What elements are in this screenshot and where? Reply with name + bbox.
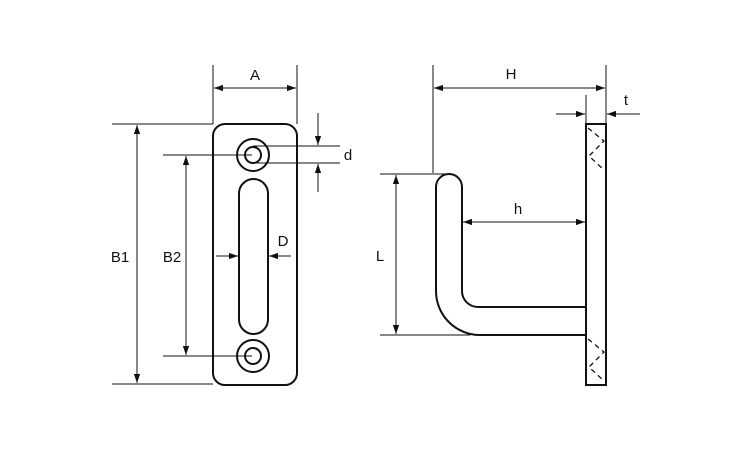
label-H: H <box>506 66 517 83</box>
side-plate <box>585 123 607 386</box>
label-D: D <box>278 233 289 250</box>
dimension-B1 <box>112 123 213 385</box>
dimension-d <box>253 113 340 192</box>
front-view-dimensions <box>112 65 340 385</box>
side-view-dimensions <box>380 65 640 336</box>
base-plate-outline <box>212 123 298 386</box>
label-h: h <box>514 201 522 218</box>
center-slot <box>238 178 269 335</box>
label-B1: B1 <box>111 249 129 266</box>
side-view <box>435 123 607 386</box>
label-t: t <box>624 92 629 109</box>
dimension-A <box>212 65 298 124</box>
label-B2: B2 <box>163 249 181 266</box>
hook-bar <box>435 173 586 336</box>
label-d: d <box>344 147 352 164</box>
label-L: L <box>376 248 384 265</box>
dimension-H <box>432 65 607 173</box>
dimension-B2 <box>163 154 252 357</box>
label-A: A <box>250 67 260 84</box>
dimension-t <box>556 95 640 124</box>
dimension-L <box>380 173 470 336</box>
